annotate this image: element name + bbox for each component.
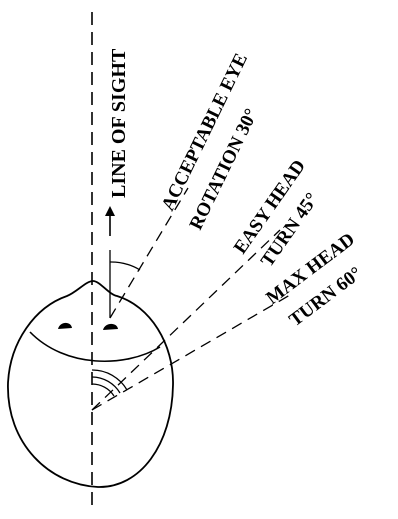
head-turn-arc-inner (92, 377, 120, 393)
right-eye (103, 324, 118, 330)
head-turn-arc-small (92, 384, 114, 396)
easy-head-turn-ray (92, 230, 280, 410)
mouth (30, 332, 160, 361)
eye-rotation-arc (110, 262, 140, 270)
line-of-sight-arrowhead (105, 206, 115, 216)
line-of-sight-label: LINE OF SIGHT (108, 48, 130, 198)
head-turn-arc-outer (92, 370, 127, 390)
left-eye (58, 323, 72, 329)
max-head-turn-ray (92, 295, 290, 410)
head-outline (8, 281, 173, 487)
